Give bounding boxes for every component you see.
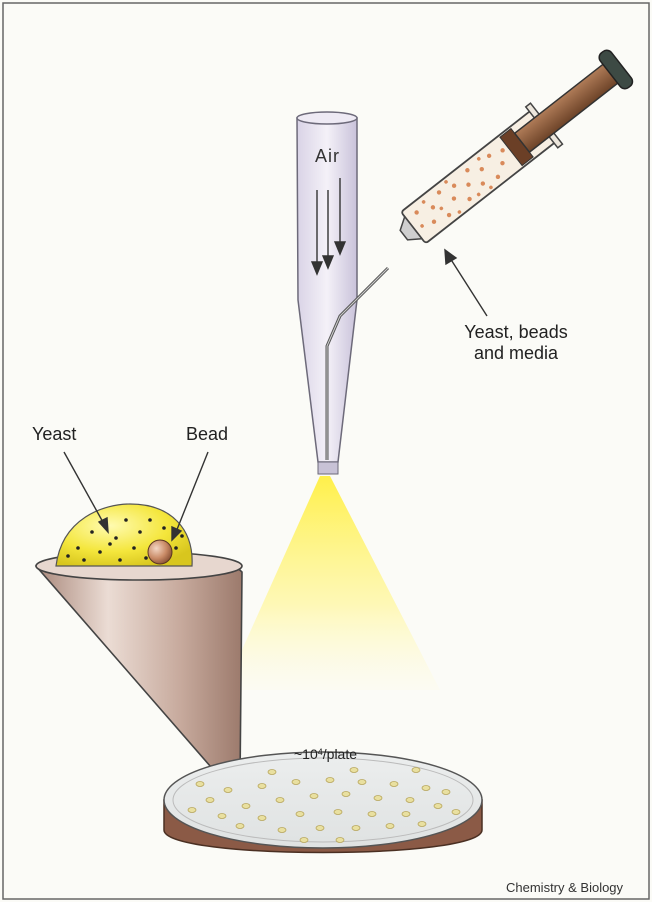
yeast-beads-media-line2: and media (436, 343, 596, 364)
yeast-beads-media-label: Yeast, beads and media (436, 322, 596, 364)
credit-label: Chemistry & Biology (506, 878, 623, 898)
syringe (388, 45, 638, 256)
plate-exponent: 4 (318, 747, 323, 757)
plate-suffix: /plate (323, 746, 357, 762)
bead-pointer-arrow (172, 452, 208, 540)
spray-cone (224, 476, 440, 690)
plate-prefix: ~10 (294, 746, 318, 762)
plate-density-label: ~104/plate (294, 744, 357, 764)
yeast-beads-media-line1: Yeast, beads (436, 322, 596, 343)
yeast-label: Yeast (32, 424, 76, 444)
bead-label: Bead (186, 424, 228, 444)
collection-cone (36, 554, 242, 782)
syringe-pointer-arrow (445, 250, 487, 316)
air-label: Air (315, 146, 340, 166)
petri-dish (164, 752, 482, 853)
bead (148, 540, 172, 564)
